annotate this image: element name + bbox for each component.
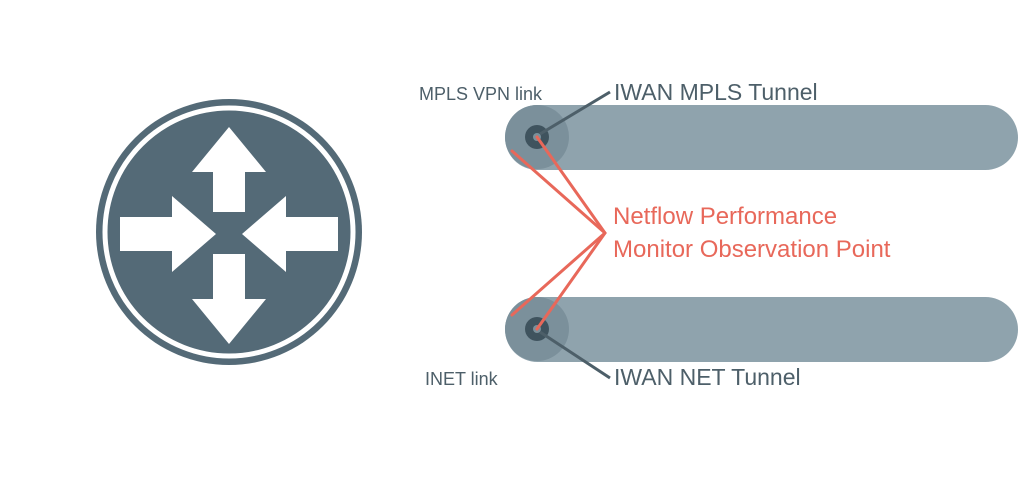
arrow-left-icon	[242, 196, 338, 272]
observation-label-line1: Netflow Performance	[613, 203, 837, 230]
observation-point-lines	[510, 135, 607, 331]
arrow-up-icon	[192, 127, 266, 212]
inet-link-label: INET link	[425, 369, 499, 389]
observation-label-line2: Monitor Observation Point	[613, 236, 891, 263]
iwan-mpls-tunnel-label: IWAN MPLS Tunnel	[614, 79, 818, 105]
net-tunnel-leader	[539, 330, 611, 380]
mpls-vpn-link-label: MPLS VPN link	[419, 84, 543, 104]
mpls-tunnel-leader	[539, 90, 611, 136]
iwan-net-tunnel	[505, 297, 1018, 362]
arrow-down-icon	[192, 254, 266, 344]
arrow-right-icon	[120, 196, 216, 272]
router-icon	[96, 99, 362, 365]
iwan-net-tunnel-label: IWAN NET Tunnel	[614, 364, 801, 390]
iwan-mpls-tunnel	[505, 105, 1018, 170]
